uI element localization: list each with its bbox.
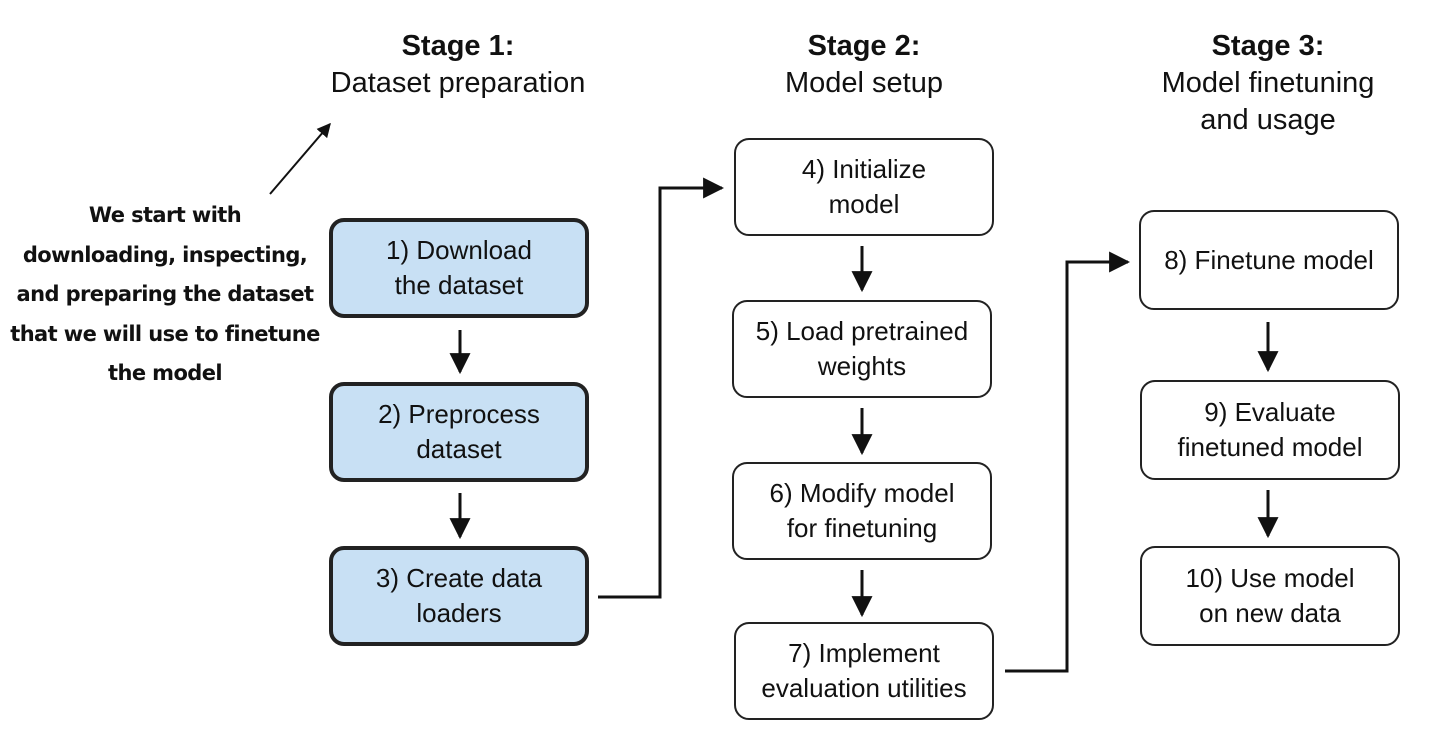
- step-7-box: 7) Implement evaluation utilities: [734, 622, 994, 720]
- annotation-line: the model: [108, 361, 223, 385]
- stage-3-header: Stage 3: Model finetuning and usage: [1118, 28, 1418, 139]
- annotation-pointer-arrow: [269, 122, 331, 195]
- stage-1-number: Stage 1:: [401, 30, 515, 62]
- step-5-label: 5) Load pretrained weights: [755, 316, 969, 381]
- annotation-text: We start with downloading, inspecting, a…: [10, 196, 320, 394]
- step-5-box: 5) Load pretrained weights: [732, 300, 992, 398]
- step-1-label: 1) Download the dataset: [386, 235, 532, 300]
- step-2-label: 2) Preprocess dataset: [378, 399, 540, 464]
- step-8-box: 8) Finetune model: [1139, 210, 1399, 310]
- stage-2-name: Model setup: [785, 67, 943, 99]
- step-10-label: 10) Use model on new data: [1185, 563, 1355, 628]
- step-8-label: 8) Finetune model: [1164, 244, 1374, 275]
- step-10-box: 10) Use model on new data: [1140, 546, 1400, 646]
- annotation-line: We start with: [88, 203, 242, 227]
- stage-2-number: Stage 2:: [807, 30, 921, 62]
- step-9-box: 9) Evaluate finetuned model: [1140, 380, 1400, 480]
- annotation-line: that we will use to finetune: [10, 321, 320, 346]
- step-2-box: 2) Preprocess dataset: [329, 382, 589, 482]
- stage-3-name: Model finetuning and usage: [1161, 67, 1375, 136]
- step-1-box: 1) Download the dataset: [329, 218, 589, 318]
- annotation-line: downloading, inspecting,: [22, 242, 308, 267]
- step-4-box: 4) Initialize model: [734, 138, 994, 236]
- step-6-box: 6) Modify model for finetuning: [732, 462, 992, 560]
- stage-3-number: Stage 3:: [1211, 30, 1325, 62]
- stage-2-header: Stage 2: Model setup: [714, 28, 1014, 102]
- step-9-label: 9) Evaluate finetuned model: [1177, 397, 1363, 462]
- step-3-box: 3) Create data loaders: [329, 546, 589, 646]
- step-7-label: 7) Implement evaluation utilities: [761, 638, 967, 703]
- step-6-label: 6) Modify model for finetuning: [769, 478, 955, 543]
- step-3-label: 3) Create data loaders: [375, 563, 543, 628]
- annotation-line: and preparing the dataset: [16, 282, 314, 306]
- arrow-step3-to-step4: [598, 177, 725, 599]
- stage-1-name: Dataset preparation: [330, 67, 586, 99]
- stage-1-header: Stage 1: Dataset preparation: [308, 28, 608, 102]
- arrow-step7-to-step8: [1005, 251, 1131, 673]
- step-4-label: 4) Initialize model: [801, 154, 927, 219]
